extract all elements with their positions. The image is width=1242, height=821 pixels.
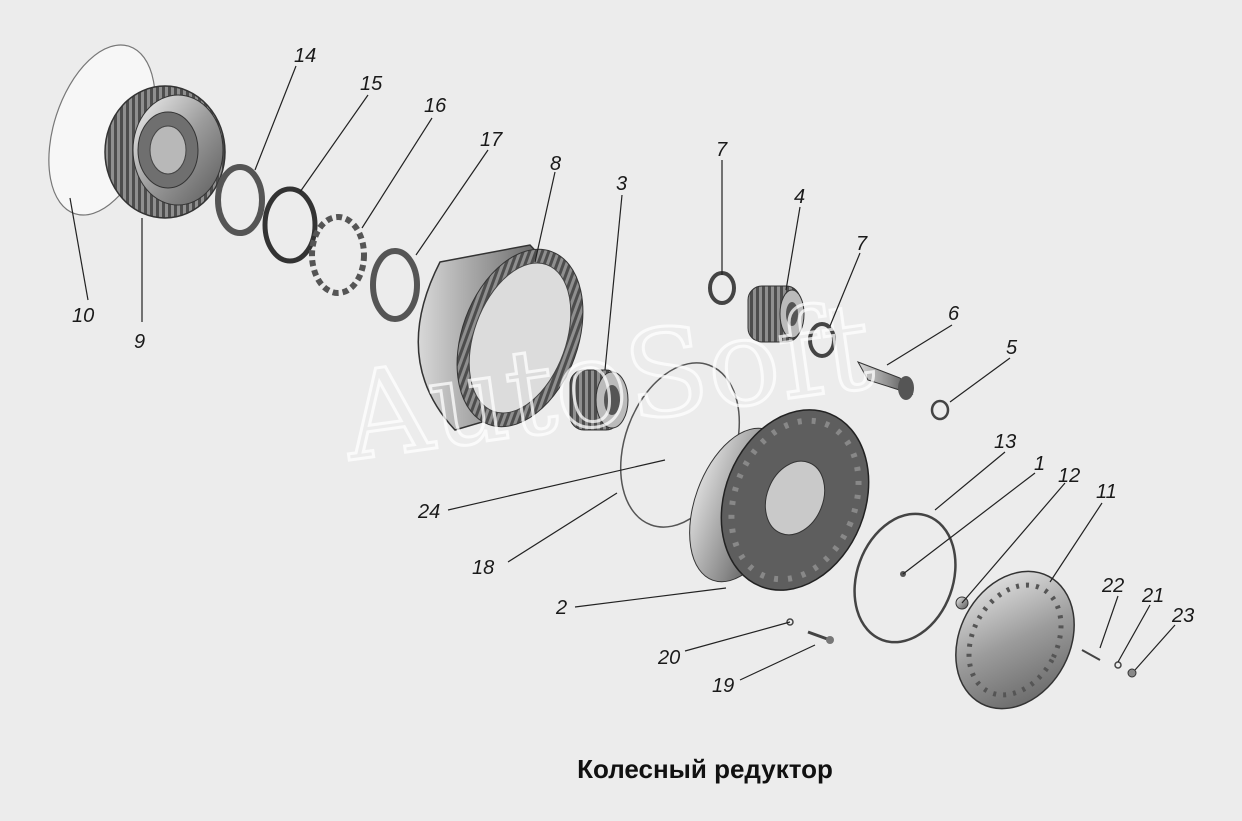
callout-1: 1 — [1034, 453, 1045, 475]
callout-2: 2 — [555, 597, 567, 619]
callout-21: 21 — [1141, 585, 1164, 607]
callout-10: 10 — [72, 305, 94, 327]
callout-14: 14 — [294, 45, 316, 67]
callout-labels: 10 9 14 15 16 17 8 3 7 4 7 6 5 24 18 13 … — [72, 45, 1194, 697]
part-19-bolt — [807, 630, 834, 644]
callout-4: 4 — [794, 186, 805, 208]
callout-19: 19 — [712, 675, 734, 697]
part-22-bolt — [1081, 649, 1101, 661]
callout-23: 23 — [1171, 605, 1194, 627]
part-16-lock-washer — [309, 214, 367, 296]
part-11-cover — [955, 570, 1075, 710]
part-3-planet-gear — [569, 369, 629, 431]
callout-24: 24 — [417, 501, 440, 523]
part-6-shaft — [856, 361, 914, 400]
callout-13: 13 — [994, 431, 1016, 453]
part-15-ring — [262, 186, 318, 264]
part-20-washer — [786, 618, 794, 626]
callout-18: 18 — [472, 557, 494, 579]
part-9-hub-gear — [104, 85, 226, 219]
part-13-gasket — [853, 512, 957, 644]
part-17-ring — [370, 248, 420, 322]
part-14-ring — [215, 164, 265, 236]
callout-16: 16 — [424, 95, 447, 117]
part-4-gear — [747, 285, 805, 343]
part-2-carrier — [689, 409, 870, 591]
callout-20: 20 — [657, 647, 680, 669]
leader-lines — [69, 65, 1176, 681]
callout-3: 3 — [616, 173, 627, 195]
callout-5: 5 — [1006, 337, 1018, 359]
part-5-snap-ring — [930, 399, 950, 421]
part-8-ring-gear — [417, 244, 584, 431]
callout-6: 6 — [948, 303, 960, 325]
part-7-washer-b — [808, 322, 836, 358]
callout-9: 9 — [134, 331, 145, 353]
callout-7b: 7 — [856, 233, 868, 255]
callout-22: 22 — [1101, 575, 1124, 597]
callout-12: 12 — [1058, 465, 1080, 487]
callout-15: 15 — [360, 73, 383, 95]
part-23-nut — [1127, 668, 1137, 678]
part-21-washer — [1114, 661, 1122, 669]
diagram-caption: Колесный редуктор — [577, 754, 833, 784]
callout-7a: 7 — [716, 139, 728, 161]
callout-17: 17 — [480, 129, 503, 151]
callout-11: 11 — [1096, 481, 1117, 503]
callout-8: 8 — [550, 153, 561, 175]
